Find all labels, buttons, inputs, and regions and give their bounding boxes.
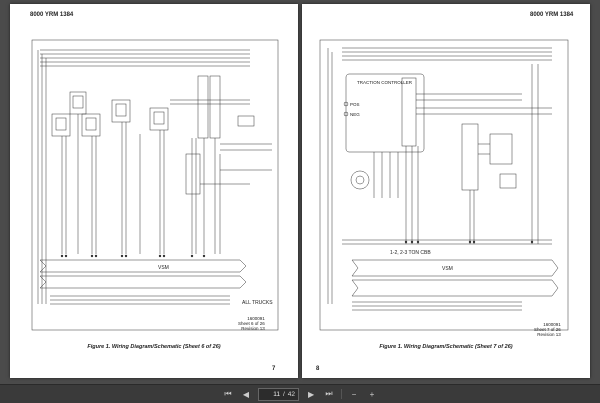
document-page-left: 8000 YRM 1384	[10, 4, 298, 378]
first-page-button[interactable]: ⏮	[222, 388, 234, 400]
toolbar-divider	[341, 389, 343, 399]
page-number: 8	[316, 366, 320, 372]
next-page-icon: ▶	[307, 389, 315, 399]
zoom-in-icon: +	[369, 389, 375, 399]
page-number: 7	[272, 366, 276, 372]
sheet-number: Sheet 6 of 26	[238, 321, 265, 326]
document-page-right: 8000 YRM 1384	[302, 4, 590, 378]
current-page-input[interactable]	[261, 389, 280, 399]
all-trucks-label: ALL TRUCKS	[242, 300, 273, 306]
last-page-button[interactable]: ⏭	[323, 388, 335, 400]
previous-page-button[interactable]: ◀	[240, 388, 252, 400]
last-page-icon: ⏭	[325, 389, 333, 398]
drawing-number: 1600091	[247, 316, 265, 321]
page-header: 8000 YRM 1384	[30, 12, 74, 18]
sheet-number: Sheet 7 of 26	[534, 327, 561, 332]
zoom-in-button[interactable]: +	[366, 388, 378, 400]
next-page-button[interactable]: ▶	[305, 388, 317, 400]
sheet-info: 1600091 Sheet 7 of 26 Revision 13	[534, 322, 561, 337]
previous-page-icon: ◀	[242, 389, 250, 399]
first-page-icon: ⏮	[224, 389, 232, 398]
pos-label: POS	[350, 102, 360, 107]
sheet-info: 1600091 Sheet 6 of 26 Revision 13	[238, 316, 265, 331]
drawing-number: 1600091	[543, 322, 561, 327]
cbb-label: 1-2, 2-3 TON CBB	[390, 250, 431, 256]
viewer-toolbar: ⏮ ◀ / 42 ▶ ⏭ − +	[0, 384, 600, 403]
wiring-schematic-sheet-6: VSM ALL TRUCKS	[31, 39, 279, 331]
traction-controller-label: TRACTION CONTROLLER	[357, 80, 413, 85]
total-pages: 42	[287, 390, 296, 398]
zoom-out-icon: −	[351, 389, 357, 399]
revision: Revision 13	[241, 326, 265, 331]
neg-label: NEG	[350, 112, 360, 117]
zoom-out-button[interactable]: −	[348, 388, 360, 400]
page-separator: /	[282, 390, 285, 398]
wiring-schematic-sheet-7: TRACTION CONTROLLER POS NEG 1-2, 2-3 TON…	[319, 39, 569, 331]
page-indicator: / 42	[257, 387, 300, 401]
figure-caption: Figure 1. Wiring Diagram/Schematic (Shee…	[87, 344, 221, 350]
vsm-label: VSM	[158, 265, 169, 271]
figure-caption: Figure 1. Wiring Diagram/Schematic (Shee…	[379, 344, 513, 350]
document-viewer[interactable]: 8000 YRM 1384	[0, 0, 600, 384]
vsm-label: VSM	[442, 266, 453, 272]
page-header: 8000 YRM 1384	[530, 12, 574, 18]
revision: Revision 13	[537, 332, 561, 337]
